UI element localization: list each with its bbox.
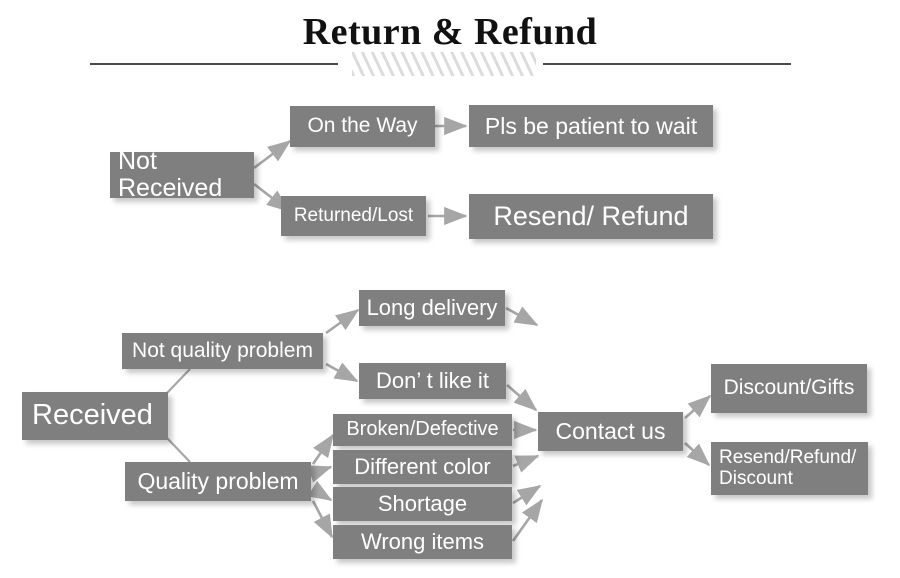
divider-rule-right [543,63,791,65]
node-received[interactable]: Received [22,392,168,440]
node-resend-refund[interactable]: Resend/ Refund [469,194,713,239]
divider-rule-left [90,63,338,65]
node-discount-gifts[interactable]: Discount/Gifts [711,364,867,413]
node-on-the-way[interactable]: On the Way [290,106,435,147]
arrow-shortage-to-contact-us [512,484,542,506]
node-different-color[interactable]: Different color [333,450,512,484]
node-quality-problem[interactable]: Quality problem [125,462,311,501]
arrow-contact-us-to-discount-gifts [684,394,712,419]
node-contact-us[interactable]: Contact us [538,412,683,451]
node-returned-lost[interactable]: Returned/Lost [281,196,426,236]
node-resend-refund-discount[interactable]: Resend/Refund/ Discount [711,442,868,495]
arrow-quality-to-broken-defective [311,433,335,465]
arrow-quality-to-wrong-items [311,500,334,539]
arrow-quality-to-shortage [307,480,333,502]
node-dont-like-it[interactable]: Don’ t like it [359,363,506,399]
node-pls-be-patient-to-wait[interactable]: Pls be patient to wait [469,105,713,147]
arrow-different-color-to-contact-us [512,454,540,473]
arrow-not-received-to-on-the-way [253,139,292,170]
node-wrong-items[interactable]: Wrong items [333,525,512,559]
arrow-wrong-items-to-contact-us [511,498,544,542]
page-title: Return & Refund [302,11,598,53]
arrow-contact-us-to-resend-refund-discount [684,442,711,467]
arrow-long-delivery-to-contact-us [505,306,539,327]
node-shortage[interactable]: Shortage [333,487,512,521]
line-received-to-quality-problem [166,437,191,463]
node-not-quality-problem[interactable]: Not quality problem [122,333,323,369]
arrow-dont-like-it-to-contact-us [506,384,538,412]
diagonal-hatch-ornament-icon [352,52,536,76]
node-broken-defective[interactable]: Broken/Defective [333,414,512,446]
line-received-to-not-quality-problem [166,368,191,394]
node-long-delivery[interactable]: Long delivery [359,290,505,326]
arrow-not-quality-to-dont-like-it [325,362,359,383]
node-not-received[interactable]: Not Received [110,152,254,198]
arrow-quality-to-different-color [307,465,333,483]
arrow-not-quality-to-long-delivery [325,308,360,335]
